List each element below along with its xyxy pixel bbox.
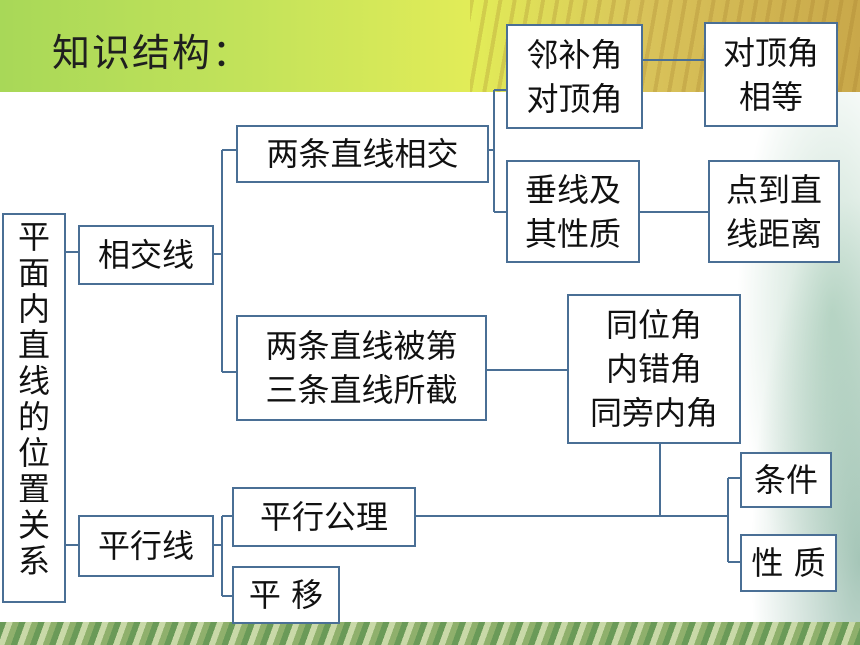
parallel-axiom-node: 平行公理	[232, 487, 416, 547]
bottom-leaf-decoration	[0, 622, 860, 645]
properties-node: 性 质	[740, 534, 837, 592]
adjacent-and-vertical-angles-node: 邻补角 对顶角	[506, 24, 643, 129]
two-lines-intersect-node: 两条直线相交	[236, 125, 489, 183]
vertical-angles-equal-node: 对顶角 相等	[704, 22, 838, 127]
translation-node: 平 移	[232, 566, 340, 624]
conditions-node: 条件	[740, 452, 832, 508]
point-line-distance-node: 点到直 线距离	[708, 160, 840, 263]
perpendicular-node: 垂线及 其性质	[506, 160, 640, 263]
parallel-lines-node: 平行线	[78, 515, 214, 577]
page-title: 知识结构：	[52, 31, 253, 75]
root-node: 平 面 内 直 线 的 位 置 关 系	[2, 213, 66, 603]
intersecting-lines-node: 相交线	[78, 225, 214, 285]
angles-node: 同位角 内错角 同旁内角	[567, 294, 741, 444]
cut-by-third-line-node: 两条直线被第 三条直线所截	[236, 315, 487, 421]
